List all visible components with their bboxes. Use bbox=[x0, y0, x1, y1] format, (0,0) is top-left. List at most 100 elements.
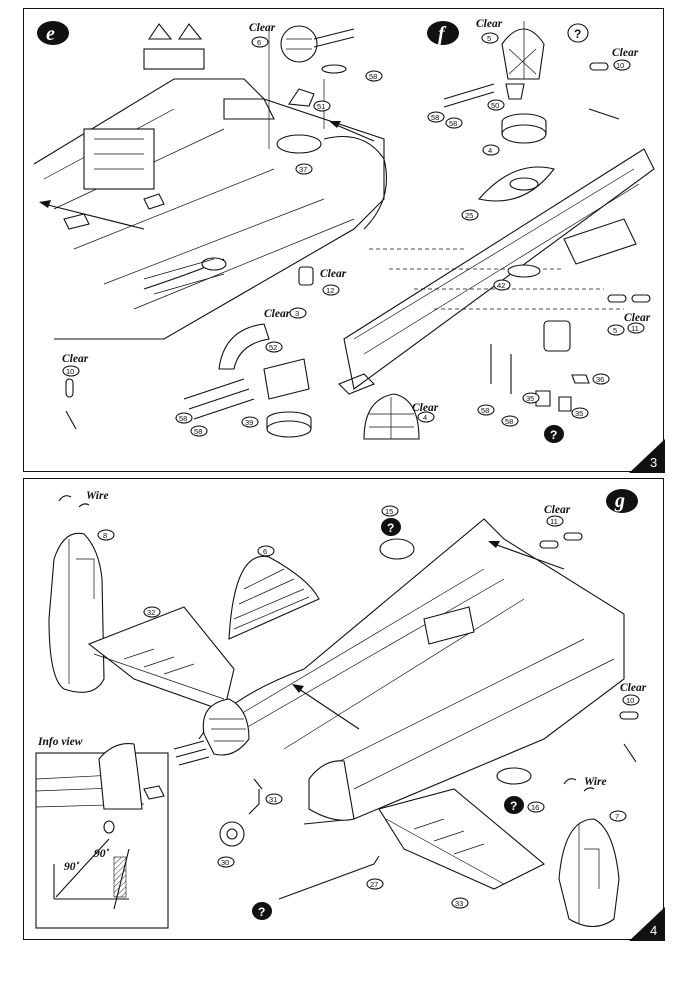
assembly-arrow bbox=[298, 688, 360, 730]
clear-window-part bbox=[65, 378, 74, 398]
assembly-diagram-bottom: g Wire 8 32 6 15 ? Clear bbox=[35, 489, 665, 941]
question-badge bbox=[252, 902, 272, 920]
clear-parts-bottom-right: Clear 11 5 58 58 35 35 36 ? bbox=[477, 294, 651, 443]
callout-number: 58 bbox=[369, 72, 377, 81]
drill-icon bbox=[623, 743, 637, 763]
question-mark: ? bbox=[387, 521, 394, 535]
callout bbox=[366, 878, 384, 890]
callout-number: 6 bbox=[257, 38, 261, 47]
callout-number: 8 bbox=[103, 531, 107, 540]
question-badge bbox=[381, 518, 401, 536]
turret-parts-group: Clear bbox=[249, 22, 355, 154]
callout-group: 6 58 51 37 bbox=[251, 36, 383, 175]
callout bbox=[546, 515, 564, 527]
callout-number: 4 bbox=[423, 413, 427, 422]
callout-number: 36 bbox=[596, 375, 604, 384]
wire-label: Wire bbox=[584, 776, 607, 788]
nose-gun-group: Clear 3 52 58 58 39 Clear 4 bbox=[175, 307, 439, 440]
callout-number: 12 bbox=[326, 286, 334, 295]
clear-label: Clear bbox=[320, 268, 347, 280]
callout bbox=[613, 59, 631, 71]
clear-window-part bbox=[539, 540, 559, 549]
callout-number: 31 bbox=[269, 795, 277, 804]
callout-number: 4 bbox=[488, 146, 492, 155]
page-corner bbox=[629, 439, 665, 473]
tailplane-right: 33 bbox=[378, 788, 545, 909]
clear-label: Clear bbox=[624, 312, 651, 324]
callout-number: 10 bbox=[626, 696, 634, 705]
clear-label: Clear bbox=[476, 18, 503, 30]
callout-number: 27 bbox=[370, 880, 378, 889]
clear-window-part bbox=[563, 532, 583, 541]
assembly-diagram-top: e f Clear 6 58 51 37 Clear bbox=[33, 18, 665, 473]
question-mark: ? bbox=[550, 428, 557, 442]
angle-label-1: 90˚ bbox=[64, 861, 80, 873]
callout-number: 11 bbox=[550, 517, 558, 526]
callout-number: 33 bbox=[455, 899, 463, 908]
assembly-arrow bbox=[493, 543, 565, 570]
step-badge-f bbox=[427, 21, 459, 45]
cockpit-fuselage-left bbox=[33, 23, 388, 340]
callout-number: 42 bbox=[497, 281, 505, 290]
tail-turret-group: Clear 5 ? 50 58 58 4 bbox=[427, 18, 589, 156]
callout bbox=[62, 365, 80, 377]
callout-number: 50 bbox=[491, 101, 499, 110]
assembly-panel-top: e f Clear 6 58 51 37 Clear bbox=[23, 8, 665, 473]
callout-number: 32 bbox=[147, 608, 155, 617]
clear-label: Clear bbox=[544, 504, 571, 516]
drill-icon bbox=[588, 108, 620, 120]
step-badge-g bbox=[606, 489, 638, 513]
callout-number: 35 bbox=[526, 394, 534, 403]
tail-wheel-group: 31 30 bbox=[217, 778, 283, 868]
page-number: 4 bbox=[650, 923, 657, 938]
page-number: 3 bbox=[650, 455, 657, 470]
callout-number: 25 bbox=[465, 211, 473, 220]
assembly-arrow bbox=[333, 123, 375, 142]
clear-window-part bbox=[298, 266, 314, 286]
question-mark: ? bbox=[258, 905, 265, 919]
callout-number: 35 bbox=[575, 409, 583, 418]
step-letter-e: e bbox=[46, 23, 55, 45]
callout-number: 39 bbox=[245, 418, 253, 427]
clear-window-part bbox=[589, 62, 609, 71]
assembly-arrow bbox=[43, 203, 145, 230]
wire-part bbox=[58, 495, 90, 508]
callout-number: 15 bbox=[385, 507, 393, 516]
info-view-label: Info view bbox=[37, 736, 83, 748]
callout-number: 30 bbox=[221, 858, 229, 867]
callout-number: 3 bbox=[295, 309, 299, 318]
callout-number: 52 bbox=[269, 343, 277, 352]
step-badge-e bbox=[37, 21, 69, 45]
clear-label: Clear bbox=[412, 402, 439, 414]
callout bbox=[527, 801, 545, 813]
question-mark: ? bbox=[574, 27, 581, 41]
callout-number: 5 bbox=[613, 326, 617, 335]
tail-fin-right: Wire 7 bbox=[558, 776, 627, 928]
callout-number: 10 bbox=[66, 367, 74, 376]
question-badge bbox=[504, 796, 524, 814]
tailplane-left: 32 bbox=[87, 606, 235, 712]
vertical-fin-part: 6 bbox=[228, 545, 320, 640]
callout-number: 6 bbox=[263, 547, 267, 556]
callout-number: 7 bbox=[615, 812, 619, 821]
angle-label-2: 90˚ bbox=[94, 848, 110, 860]
callout-number: 10 bbox=[616, 61, 624, 70]
question-mark: ? bbox=[510, 799, 517, 813]
wire-label: Wire bbox=[86, 490, 109, 502]
callout-number: 11 bbox=[631, 324, 639, 333]
tail-fin-left: 8 bbox=[48, 529, 115, 693]
clear-label: Clear bbox=[249, 22, 276, 34]
clear-label: Clear bbox=[62, 353, 89, 365]
clear-window-part bbox=[619, 711, 639, 720]
callout bbox=[381, 505, 399, 517]
tow-bar-part bbox=[278, 855, 380, 900]
callout-number: 58 bbox=[481, 406, 489, 415]
callout-number: 37 bbox=[299, 165, 307, 174]
callout-number: 16 bbox=[531, 803, 539, 812]
callout bbox=[622, 694, 640, 706]
callout bbox=[322, 284, 340, 296]
callout-number: 58 bbox=[194, 427, 202, 436]
callout-number: 51 bbox=[317, 102, 325, 111]
clear-label: Clear bbox=[612, 47, 639, 59]
info-view-diagram: 90˚ 90˚ bbox=[35, 743, 165, 910]
